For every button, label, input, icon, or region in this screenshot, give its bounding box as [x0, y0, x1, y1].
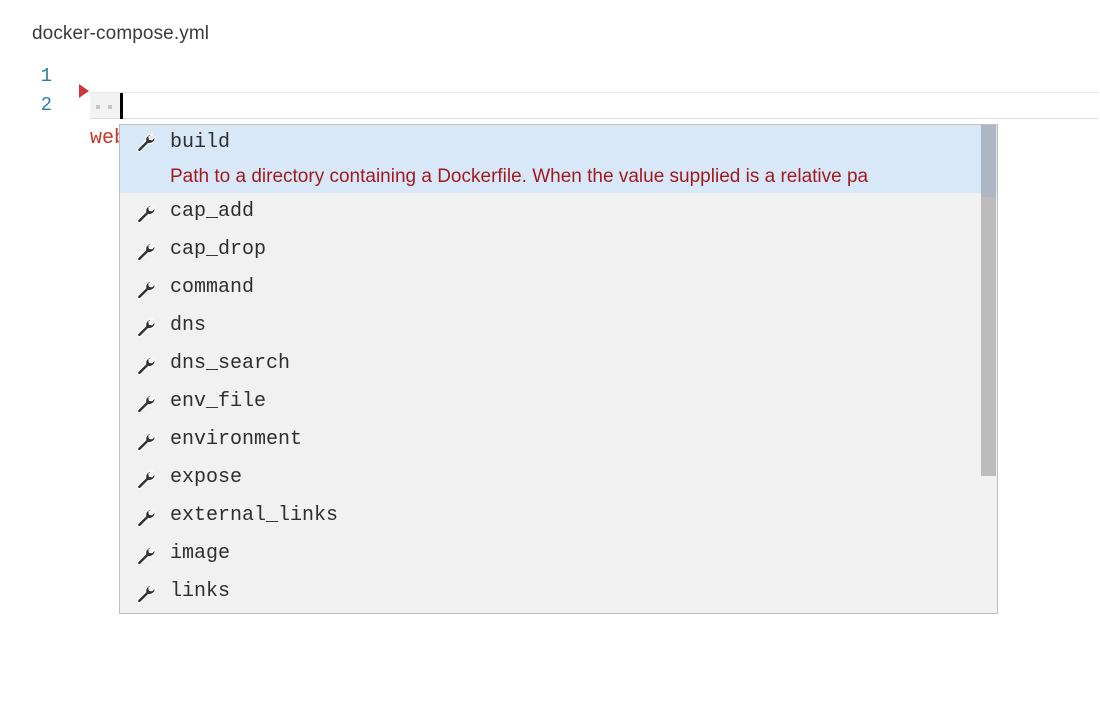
yaml-key-web: web	[90, 127, 127, 150]
autocomplete-item-label: expose	[170, 466, 243, 489]
wrench-icon	[135, 240, 157, 262]
autocomplete-item[interactable]: dns_search	[120, 345, 997, 383]
wrench-icon	[135, 316, 157, 338]
wrench-icon	[135, 354, 157, 376]
autocomplete-scrollbar[interactable]	[981, 125, 997, 613]
page-title: docker-compose.yml	[32, 23, 210, 44]
autocomplete-item-description: Path to a directory containing a Dockerf…	[170, 165, 869, 187]
wrench-icon	[135, 430, 157, 452]
autocomplete-item-label: cap_add	[170, 200, 255, 223]
autocomplete-item[interactable]: image	[120, 535, 997, 573]
autocomplete-item[interactable]: cap_add	[120, 193, 997, 231]
breakpoint-arrow-icon[interactable]	[79, 84, 89, 98]
whitespace-dot-icon	[108, 105, 112, 109]
editor-gutter: 1 2	[0, 62, 78, 132]
wrench-icon	[135, 278, 157, 300]
autocomplete-item-label: dns_search	[170, 352, 291, 375]
text-caret	[120, 93, 123, 119]
autocomplete-item-label: external_links	[170, 504, 339, 527]
autocomplete-item[interactable]: external_links	[120, 497, 997, 535]
autocomplete-item[interactable]: command	[120, 269, 997, 307]
indent-guide-block	[90, 93, 120, 118]
autocomplete-item[interactable]: links	[120, 573, 997, 611]
wrench-icon	[135, 131, 157, 153]
wrench-icon	[135, 202, 157, 224]
autocomplete-item-label: cap_drop	[170, 238, 267, 261]
autocomplete-item[interactable]: environment	[120, 421, 997, 459]
wrench-icon	[135, 468, 157, 490]
autocomplete-item[interactable]: expose	[120, 459, 997, 497]
active-line-highlight	[90, 92, 1098, 119]
autocomplete-item-label: image	[170, 542, 231, 565]
scrollbar-thumb[interactable]	[981, 125, 996, 476]
wrench-icon	[135, 506, 157, 528]
wrench-icon	[135, 544, 157, 566]
line-number-1: 1	[40, 65, 52, 87]
wrench-icon	[135, 392, 157, 414]
scrollbar-thumb-highlight	[981, 125, 996, 197]
line-number-2: 2	[40, 94, 52, 116]
autocomplete-item[interactable]: env_file	[120, 383, 997, 421]
autocomplete-item-label: links	[170, 580, 231, 603]
wrench-icon	[135, 582, 157, 604]
autocomplete-item-label: build	[170, 131, 231, 154]
autocomplete-item-label: env_file	[170, 390, 267, 413]
autocomplete-item[interactable]: dns	[120, 307, 997, 345]
autocomplete-item-label: environment	[170, 428, 303, 451]
whitespace-dot-icon	[96, 105, 100, 109]
autocomplete-item-label: command	[170, 276, 255, 299]
autocomplete-item[interactable]: cap_drop	[120, 231, 997, 269]
autocomplete-item-label: dns	[170, 314, 207, 337]
